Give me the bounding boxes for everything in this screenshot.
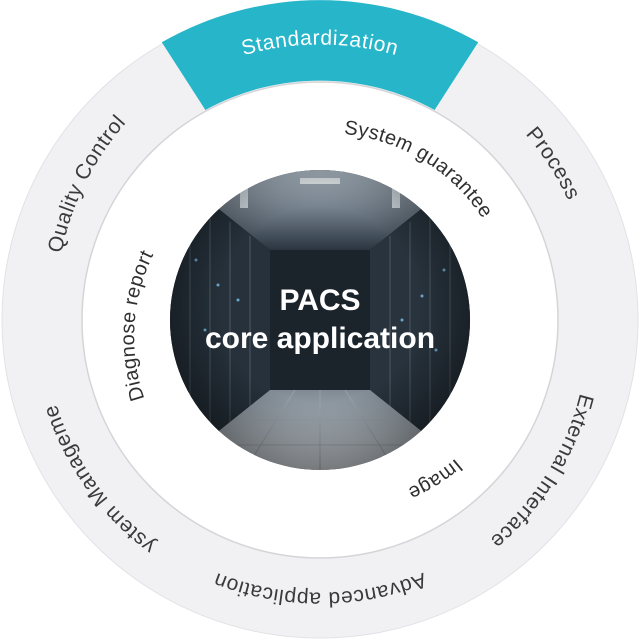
center-title-line2: core application bbox=[205, 322, 435, 355]
center-title-line1: PACS bbox=[279, 284, 360, 317]
center-image bbox=[170, 170, 470, 470]
standardization-segment[interactable] bbox=[161, 0, 479, 110]
